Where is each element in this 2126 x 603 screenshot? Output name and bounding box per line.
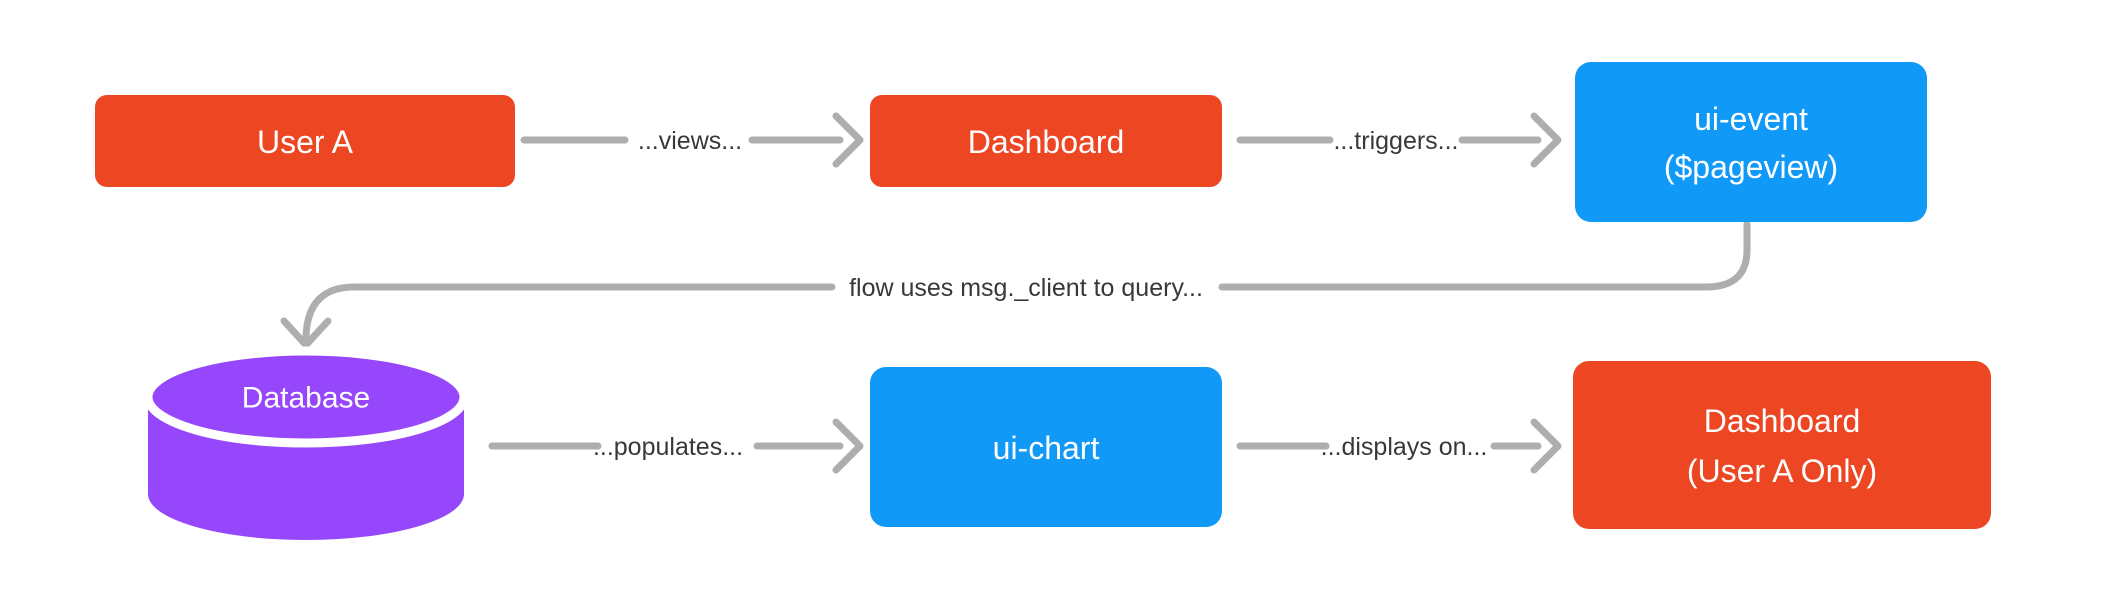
connector-displays-on: [1236, 418, 1562, 474]
arrowhead-down-icon: [280, 317, 332, 349]
node-dashboard-user-a: [1573, 361, 1991, 529]
arrowhead-right-icon: [1530, 418, 1562, 474]
connector-triggers-label: ...triggers...: [1333, 127, 1458, 155]
connector-populates: [488, 418, 864, 474]
connector-query-segment-right: [1218, 220, 1751, 291]
node-ui-event: [1575, 62, 1927, 222]
connector-views: [520, 112, 864, 168]
node-user-a: [95, 95, 515, 187]
database-cylinder-lid: [143, 346, 469, 448]
node-database: Database: [143, 346, 469, 540]
arrowhead-right-icon: [1530, 112, 1562, 168]
connector-populates-label: ...populates...: [593, 433, 743, 461]
node-database-label: Database: [242, 382, 370, 415]
node-dashboard: [870, 95, 1222, 187]
node-ui-event-label-line2: ($pageview): [1664, 149, 1838, 185]
connector-query-segment-left: [302, 283, 836, 340]
connector-query-label: flow uses msg._client to query...: [849, 274, 1203, 302]
arrowhead-right-icon: [832, 112, 864, 168]
node-user-a-label: User A: [257, 124, 354, 160]
connector-displays-on-label: ...displays on...: [1321, 433, 1488, 461]
node-dashboard-user-a-label-line1: Dashboard: [1704, 403, 1861, 439]
node-ui-event-label-line1: ui-event: [1694, 101, 1808, 137]
connector-triggers: [1236, 112, 1562, 168]
node-ui-chart: [870, 367, 1222, 527]
node-ui-chart-label: ui-chart: [993, 430, 1100, 466]
node-dashboard-user-a-label-line2: (User A Only): [1687, 453, 1877, 489]
connector-views-label: ...views...: [638, 127, 742, 155]
connector-query: [280, 220, 1751, 349]
node-dashboard-label: Dashboard: [968, 124, 1125, 160]
arrowhead-right-icon: [832, 418, 864, 474]
